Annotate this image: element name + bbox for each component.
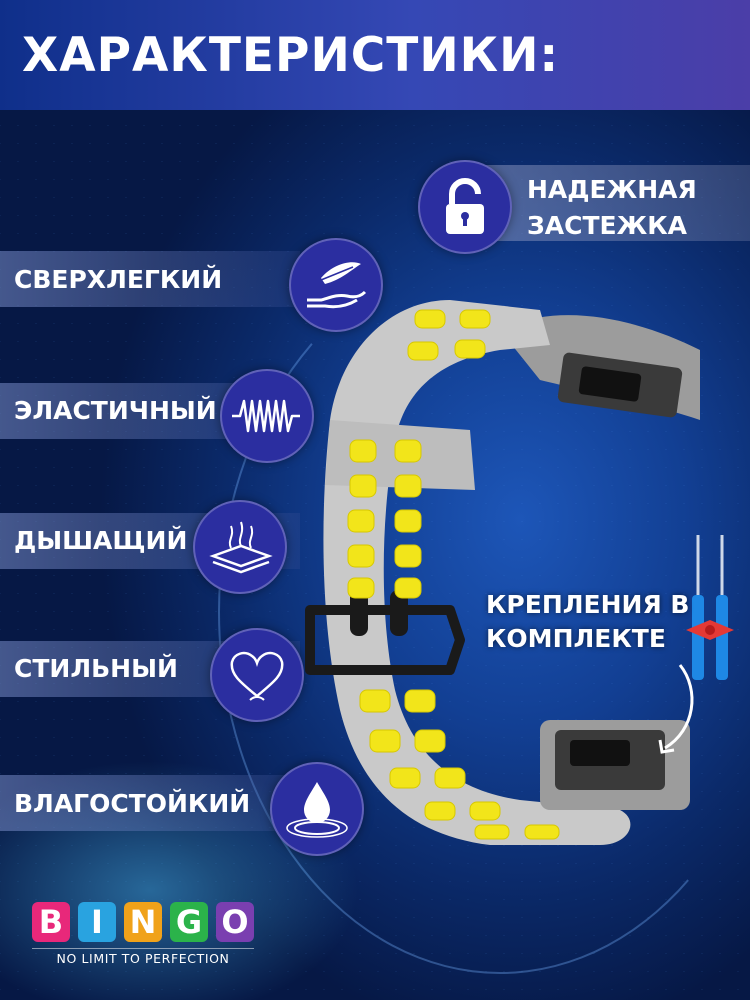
lock-feature-text: НАДЕЖНАЯ ЗАСТЕЖКА — [527, 175, 697, 240]
water-drop-icon — [270, 762, 364, 856]
watch-strap-image — [305, 300, 700, 845]
feature-lightweight-bar — [0, 251, 300, 307]
feature-water-label: ВЛАГОСТОЙКИЙ — [14, 789, 251, 818]
brand-letter-n: N — [124, 902, 162, 942]
spring-icon — [220, 369, 314, 463]
brand-tagline: NO LIMIT TO PERFECTION — [32, 948, 254, 966]
brand-letter-i: I — [78, 902, 116, 942]
brand-letter-o: O — [216, 902, 254, 942]
feature-stylish-label: СТИЛЬНЫЙ — [14, 654, 178, 683]
header-bar: ХАРАКТЕРИСТИКИ: — [0, 0, 750, 110]
brand-letter-g: G — [170, 902, 208, 942]
feature-elastic-label: ЭЛАСТИЧНЫЙ — [14, 396, 217, 425]
arrow-curved-icon — [658, 664, 694, 754]
feature-lightweight-label: СВЕРХЛЕГКИЙ — [14, 265, 223, 294]
spring-bar-tools-image — [686, 535, 734, 680]
feature-water-bar — [0, 775, 300, 831]
feather-hand-icon — [289, 238, 383, 332]
lock-icon — [418, 160, 512, 254]
decorative-arc — [218, 250, 750, 974]
feature-breathable-label: ДЫШАЩИЙ — [14, 526, 188, 555]
brand-letter-b: B — [32, 902, 70, 942]
breathable-fabric-icon — [193, 500, 287, 594]
heart-icon — [210, 628, 304, 722]
mounts-included-text: КРЕПЛЕНИЯ В КОМПЛЕКТЕ — [486, 590, 690, 653]
page-title: ХАРАКТЕРИСТИКИ: — [22, 28, 560, 83]
